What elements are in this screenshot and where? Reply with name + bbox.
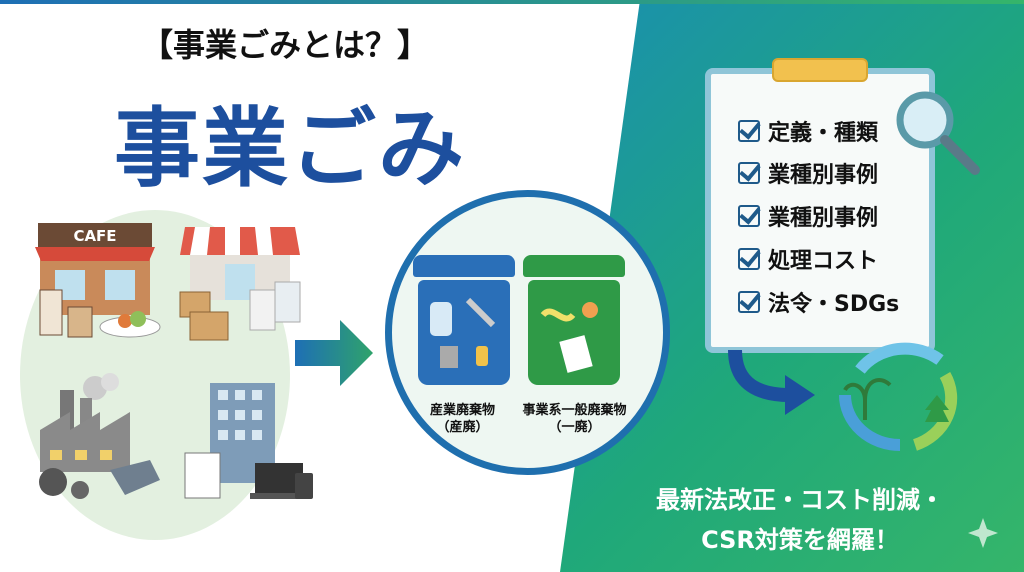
industrial-waste-label: 産業廃棄物（産廃） [429,403,495,435]
clipboard-clamp [772,58,868,82]
right-arrow-icon [295,320,373,386]
footer-tagline: 最新法改正・コスト削減・ CSR対策を網羅！ [600,480,1000,560]
curved-arrow-icon [728,349,815,415]
general-bin-lid [523,255,625,277]
checklist-item: 処理コスト [738,243,878,275]
checkbox-checked-icon [738,205,760,227]
footer-line-2: CSR対策を網羅！ [701,526,899,554]
cafe-illustration: CAFE [35,223,161,338]
sparkle-icon [968,518,998,548]
subtitle: 【事業ごみとは？】 [140,26,429,64]
checkbox-checked-icon [738,120,760,142]
recycle-cycle-icon [839,342,958,451]
checkbox-checked-icon [738,248,760,270]
general-waste-label: 事業系一般廃棄物（一廃） [522,403,627,435]
checkbox-checked-icon [738,162,760,184]
office-building-illustration [184,383,313,499]
page-title: 事業ごみ [114,99,466,199]
industrial-waste-bin [418,280,510,385]
checklist-item: 業種別事例 [738,157,878,189]
footer-line-1: 最新法改正・コスト削減・ [656,486,944,514]
magnifier-icon [896,91,980,175]
industrial-bin-lid [413,255,515,277]
general-waste-bin [528,280,620,385]
checklist-item: 定義・種類 [738,115,878,147]
checklist-item: 法令・SDGs [738,286,899,318]
cafe-sign: CAFE [73,227,116,245]
top-accent-line [0,0,1024,4]
factory-illustration [39,373,160,499]
checkbox-checked-icon [738,291,760,313]
shop-illustration [179,227,301,341]
checklist-item: 業種別事例 [738,200,878,232]
